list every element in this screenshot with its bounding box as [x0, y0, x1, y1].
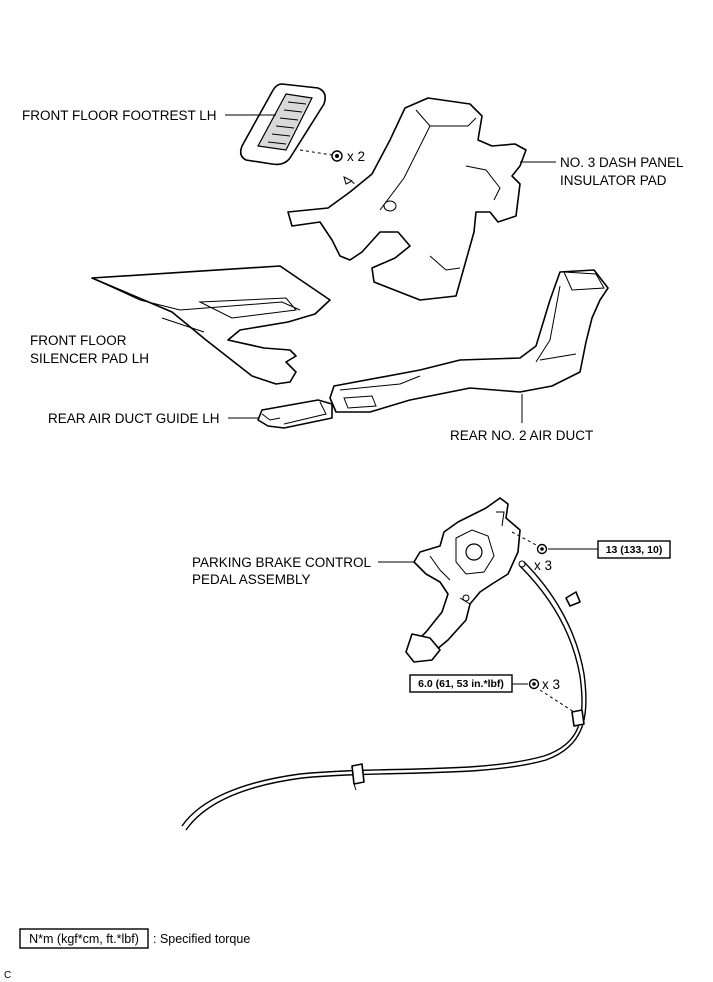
cable-nut — [528, 678, 540, 690]
corner-mark: C — [4, 970, 11, 981]
cable-nut-torque: 6.0 (61, 53 in.*lbf) — [418, 678, 504, 690]
rear-air-duct-guide-part — [257, 399, 333, 429]
duct-guide-label: REAR AIR DUCT GUIDE LH — [48, 411, 220, 426]
silencer-label-line2: SILENCER PAD LH — [30, 351, 149, 366]
silencer-label-line1: FRONT FLOOR — [30, 333, 127, 348]
parking-brake-cable — [181, 561, 587, 831]
legend-description: : Specified torque — [153, 932, 250, 946]
pedal-nut — [536, 543, 548, 555]
brake-pedal-label-line2: PEDAL ASSEMBLY — [192, 572, 311, 587]
dash-pad-label-line2: INSULATOR PAD — [560, 173, 667, 188]
pedal-nut-torque-box — [597, 540, 671, 559]
air-duct-label: REAR NO. 2 AIR DUCT — [450, 428, 593, 443]
footrest-clip-qty: x 2 — [347, 149, 365, 164]
dash-panel-insulator-pad-part — [287, 97, 527, 301]
pedal-nut-guide — [511, 531, 539, 547]
rear-air-duct-part — [329, 269, 609, 413]
silencer-leader — [161, 317, 205, 333]
pedal-nut-torque: 13 (133, 10) — [606, 544, 663, 556]
footrest-clip-guide — [299, 149, 333, 156]
legend-unit-text: N*m (kgf*cm, ft.*lbf) — [29, 932, 139, 946]
brake-pedal-label-line1: PARKING BRAKE CONTROL — [192, 555, 372, 570]
cable-nut-guide — [539, 689, 575, 713]
footrest-clip — [331, 150, 354, 185]
legend-unit-box — [19, 928, 149, 949]
front-floor-silencer-pad-part — [91, 265, 331, 385]
cable-nut-torque-box — [409, 674, 513, 693]
pedal-nut-qty: x 3 — [534, 558, 552, 573]
dash-pad-label-line1: NO. 3 DASH PANEL — [560, 155, 684, 170]
parking-brake-pedal-part — [405, 497, 526, 663]
front-floor-footrest-part — [239, 83, 326, 166]
footrest-label: FRONT FLOOR FOOTREST LH — [22, 108, 217, 123]
cable-nut-qty: x 3 — [542, 677, 560, 692]
